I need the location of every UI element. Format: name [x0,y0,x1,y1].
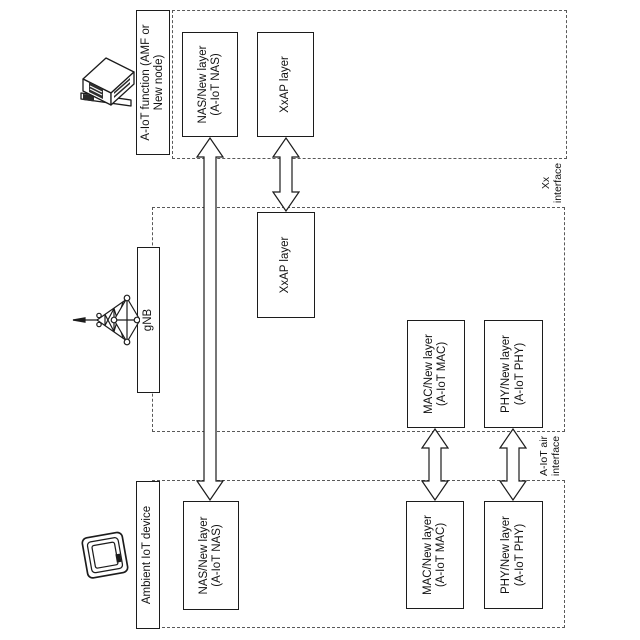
server-computer-icon [72,49,138,115]
mac-connection-arrow [421,428,449,501]
device-mac-layer-line1: MAC/New layer [421,515,434,595]
a-iot-air-interface-label-line2: interface [550,435,562,477]
amf-region-label-line1: A-IoT function (AMF or [139,24,152,141]
antenna-tower-icon [70,285,140,355]
rfid-tag-icon [80,529,132,581]
xx-interface-label-line2: interface [552,162,564,204]
amf-nas-layer-line1: NAS/New layer [196,45,209,124]
a-iot-air-interface-label: A-IoT air interface [538,432,564,480]
amf-region-label: A-IoT function (AMF or New node) [136,10,170,155]
device-nas-layer-line2: (A-IoT NAS) [211,524,223,587]
gnb-xxap-layer-line1: XxAP layer [279,236,292,294]
device-mac-layer-line2: (A-IoT MAC) [435,522,447,588]
xx-interface-label-line1: Xx [540,176,552,190]
device-phy-layer-line2: (A-IoT PHY) [513,523,526,587]
device-region-label: Ambient IoT device [136,481,160,629]
xxap-connection-arrow [272,137,300,212]
gnb-mac-layer-line1: MAC/New layer [422,334,435,414]
gnb-phy-layer-line1: PHY/New layer [500,335,512,413]
a-iot-air-interface-label-line1: A-IoT air [538,435,550,477]
gnb-mac-layer-line2: (A-IoT MAC) [436,341,448,407]
gnb-xxap-layer-box: XxAP layer [257,212,315,318]
gnb-phy-layer-box: PHY/New layer (A-IoT PHY) [484,320,543,428]
device-phy-layer-box: PHY/New layer (A-IoT PHY) [484,501,543,609]
amf-nas-layer-line2: (A-IoT NAS) [210,53,222,116]
device-mac-layer-box: MAC/New layer (A-IoT MAC) [406,501,464,609]
device-nas-layer-box: NAS/New layer (A-IoT NAS) [183,501,239,610]
gnb-mac-layer-box: MAC/New layer (A-IoT MAC) [407,320,465,428]
amf-region-label-line2: New node) [153,54,165,111]
gnb-region-label-text: gNB [141,308,154,332]
gnb-phy-layer-line2: (A-IoT PHY) [513,342,526,406]
device-region-label-text: Ambient IoT device [141,505,154,605]
device-phy-layer-line1: PHY/New layer [500,516,512,594]
amf-xxap-layer-line1: XxAP layer [278,56,291,113]
nas-connection-arrow [196,137,224,501]
phy-connection-arrow [499,428,527,501]
xx-interface-label: Xx interface [540,159,566,207]
amf-nas-layer-box: NAS/New layer (A-IoT NAS) [182,32,238,137]
amf-xxap-layer-box: XxAP layer [257,32,314,137]
device-nas-layer-line1: NAS/New layer [197,516,210,595]
gnb-region-label: gNB [137,247,160,393]
